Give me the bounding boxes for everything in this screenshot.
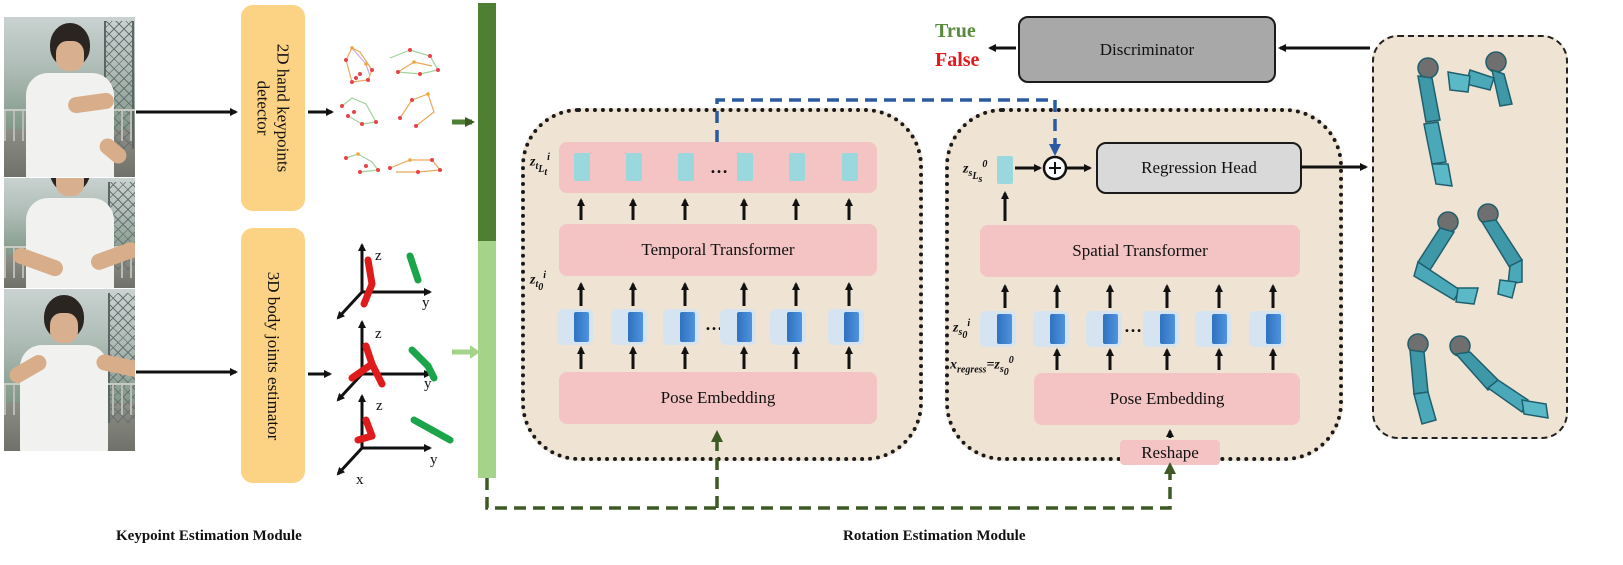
rotation-module-caption: Rotation Estimation Module [843, 528, 1026, 544]
temporal-input-token [737, 312, 752, 342]
output-arm-panel [1372, 35, 1568, 439]
hand-keypoints-detector-box: 2D hand keypoints detector [241, 5, 305, 211]
regression-head-label: Regression Head [1141, 158, 1257, 177]
regress-input-symbol: xregress=zs00 [950, 355, 1014, 379]
temporal-input-symbol: zt0i [530, 270, 547, 294]
discriminator-label: Discriminator [1099, 39, 1195, 59]
feature-bar-light [478, 241, 496, 478]
joint-limbs-1 [360, 252, 422, 308]
reshape-box: Reshape [1120, 440, 1220, 465]
axis-label-z-2: z [375, 326, 382, 342]
temporal-input-ellipsis: … [705, 314, 723, 334]
false-label: False [935, 49, 980, 71]
temporal-arrows [577, 198, 853, 369]
spatial-pose-embedding-label: Pose Embedding [1109, 389, 1225, 408]
output-arm-render-2 [1413, 203, 1524, 305]
temporal-pose-embedding-box: Pose Embedding [559, 372, 877, 424]
joint-limbs-2 [348, 342, 438, 388]
temporal-output-token [737, 153, 753, 181]
temporal-transformer-label: Temporal Transformer [641, 240, 795, 259]
temporal-output-ellipsis: … [710, 157, 728, 177]
axis-label-z-3: z [376, 398, 383, 414]
axis-label-y-1: y [422, 295, 430, 311]
spatial-transformer-label: Spatial Transformer [1072, 241, 1208, 260]
temporal-input-token [787, 312, 802, 342]
spatial-output-token [997, 156, 1013, 184]
spatial-arrows [1001, 191, 1277, 438]
joint-limbs-3 [354, 416, 454, 444]
spatial-input-token [1050, 314, 1065, 344]
temporal-input-token [680, 312, 695, 342]
spatial-input-symbol: zs0i [953, 318, 971, 342]
temporal-output-token [842, 153, 858, 181]
axis-label-x-3: x [356, 472, 364, 488]
hand-keypoints-sketch [340, 46, 442, 174]
temporal-output-token [678, 153, 694, 181]
spatial-output-symbol: zsLs0 [963, 159, 988, 186]
input-frame-2 [4, 178, 135, 288]
temporal-input-token [628, 312, 643, 342]
temporal-input-token [844, 312, 859, 342]
axes-frame-2 [336, 320, 432, 402]
spatial-input-ellipsis: … [1124, 316, 1142, 336]
spatial-input-token [1160, 314, 1175, 344]
spatial-transformer-box: Spatial Transformer [980, 225, 1300, 277]
spatial-input-token [997, 314, 1012, 344]
axis-label-y-2: y [424, 376, 432, 392]
body-joints-estimator-box: 3D body joints estimator [241, 228, 305, 483]
spatial-input-token [1212, 314, 1227, 344]
temporal-transformer-box: Temporal Transformer [559, 224, 877, 276]
reshape-label: Reshape [1141, 442, 1199, 462]
feature-routing-dashed [485, 470, 1172, 510]
spatial-pose-embedding-box: Pose Embedding [1034, 373, 1300, 425]
temporal-output-token [626, 153, 642, 181]
temporal-output-token [574, 153, 590, 181]
input-frame-1 [4, 17, 135, 177]
axis-label-y-3: y [430, 452, 438, 468]
axis-label-z-1: z [375, 248, 382, 264]
discriminator-box: Discriminator [1018, 16, 1276, 83]
feature-bar-dark [478, 3, 496, 241]
axes-frame-3 [336, 394, 432, 476]
temporal-token-strip [559, 142, 877, 193]
input-frame-3 [4, 289, 135, 451]
temporal-input-token [574, 312, 589, 342]
skip-connection-dashed [715, 98, 1057, 148]
true-label: True [935, 20, 976, 42]
output-arm-render-3 [1407, 333, 1549, 425]
temporal-output-symbol: ztLti [530, 152, 550, 179]
arrow-joints-to-bar-head [470, 345, 480, 359]
axes-frame-1 [336, 243, 432, 320]
spatial-input-token [1266, 314, 1281, 344]
temporal-output-token [789, 153, 805, 181]
keypoint-module-caption: Keypoint Estimation Module [116, 528, 302, 544]
temporal-pose-embedding-label: Pose Embedding [660, 388, 776, 407]
spatial-input-token [1103, 314, 1118, 344]
output-arm-render-1 [1417, 51, 1513, 187]
